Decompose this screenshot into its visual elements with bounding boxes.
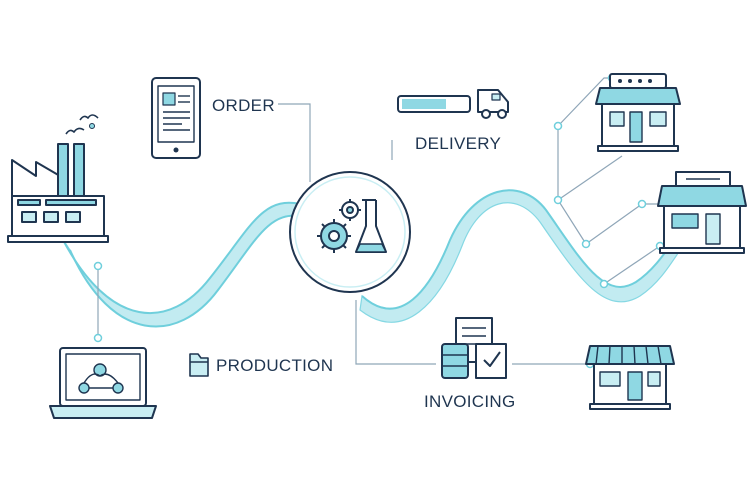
folder-icon: [189, 353, 209, 377]
laptop-network-icon: [49, 347, 157, 419]
storefront-icon: [585, 345, 675, 410]
delivery-label: DELIVERY: [415, 134, 502, 153]
factory-icon: [7, 114, 109, 243]
order-label: ORDER: [212, 96, 275, 115]
production-label: PRODUCTION: [216, 356, 334, 375]
invoicing-label: INVOICING: [424, 392, 516, 411]
gears-flask-icon: [289, 171, 411, 293]
tablet-order-icon: [151, 77, 201, 159]
invoice-documents-icon: [441, 317, 507, 379]
delivery-truck-icon: [397, 89, 509, 119]
storefront-icon: [657, 171, 747, 254]
storefront-icon: [595, 73, 681, 152]
flow-ribbon: [61, 189, 691, 328]
